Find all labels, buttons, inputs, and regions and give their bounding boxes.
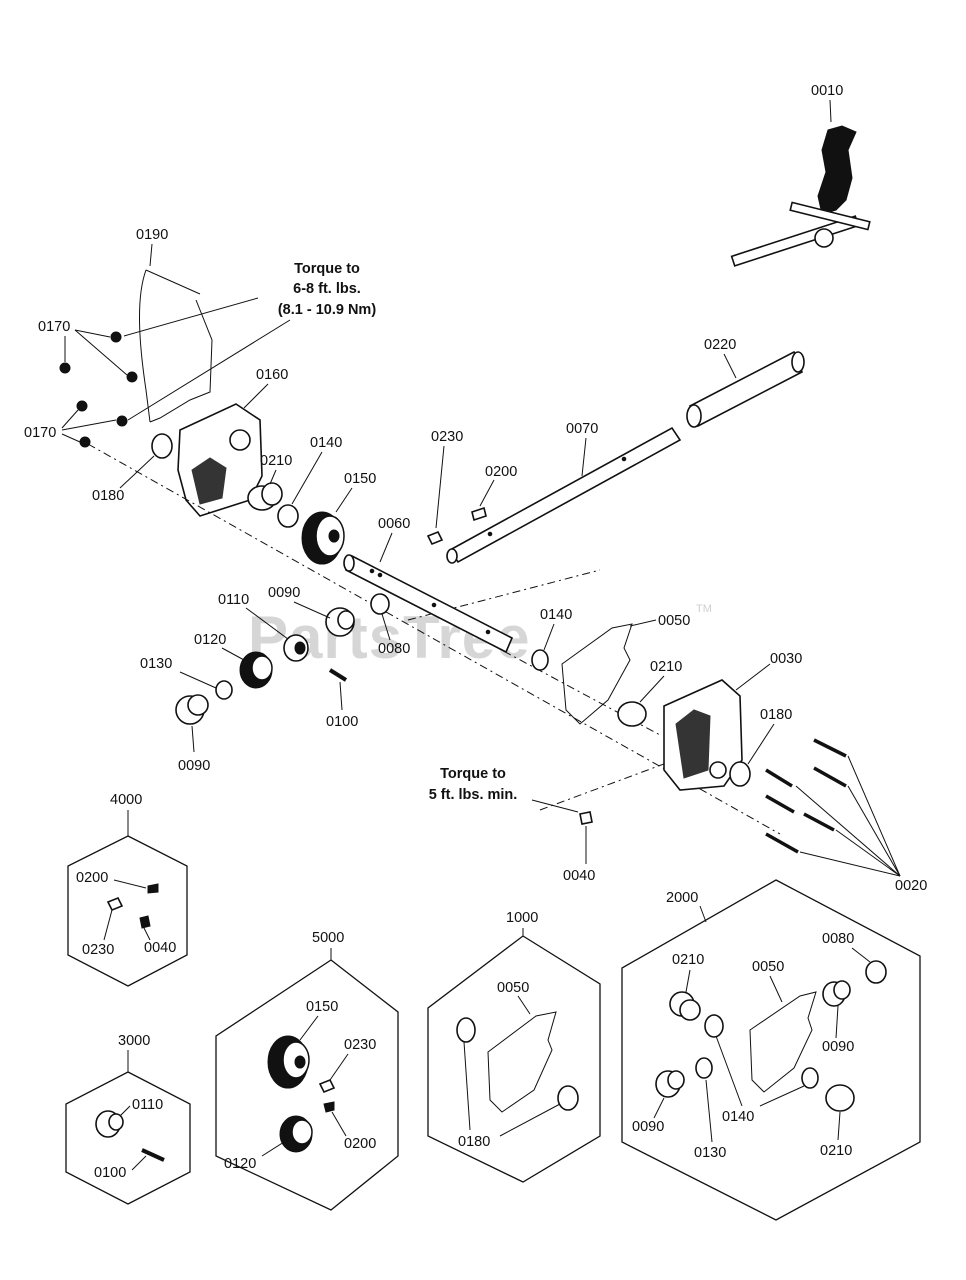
kit-2000-label-0080: 0080 [822,931,854,947]
kit-5000-label-0120: 0120 [224,1156,256,1172]
label-0140-left: 0140 [310,435,342,451]
kit-1000[interactable] [427,935,601,1183]
part-0120-worm[interactable] [239,651,273,689]
label-0230: 0230 [431,429,463,445]
label-0050: 0050 [658,613,690,629]
label-0190: 0190 [136,227,168,243]
kit-1000-label-0180: 0180 [458,1134,490,1150]
part-0220-tube[interactable] [686,350,805,428]
trademark: TM [696,603,712,615]
part-0100-pin[interactable] [328,668,348,682]
part-0210-bushing-left[interactable] [247,482,283,511]
label-0100: 0100 [326,714,358,730]
kit-2000-label-0090-right: 0090 [822,1039,854,1055]
label-0180-right: 0180 [760,707,792,723]
label-0210-right: 0210 [650,659,682,675]
part-0180-seal-right[interactable] [729,761,751,787]
label-0090-bottom: 0090 [178,758,210,774]
kit-5000-label-0150: 0150 [306,999,338,1015]
label-0200: 0200 [485,464,517,480]
part-0200-pin[interactable] [471,506,487,522]
kit-4000-label-0230: 0230 [82,942,114,958]
label-0140-right: 0140 [540,607,572,623]
kit-4000-label-0040: 0040 [144,940,176,956]
part-0160-housing-half[interactable] [177,403,263,517]
label-0130: 0130 [140,656,172,672]
part-0170-nuts[interactable] [59,331,138,448]
kit-5000-label-0200: 0200 [344,1136,376,1152]
label-0070: 0070 [566,421,598,437]
kit-4000-label-0200: 0200 [76,870,108,886]
part-0070-long-shaft[interactable] [446,426,682,564]
part-0090-bushing-bottom[interactable] [175,694,209,725]
label-0150: 0150 [344,471,376,487]
kit-2000[interactable] [621,879,921,1221]
label-0060: 0060 [378,516,410,532]
torque-note-upper-1: Torque to [294,261,360,277]
label-0170-top: 0170 [38,319,70,335]
label-0210-left: 0210 [260,453,292,469]
kit-4000-title: 4000 [110,792,142,808]
label-0160: 0160 [256,367,288,383]
label-0120: 0120 [194,632,226,648]
label-0180-left: 0180 [92,488,124,504]
part-0180-seal-left[interactable] [151,433,173,459]
part-0110-collar[interactable] [325,607,355,637]
part-0020-bolts[interactable] [765,738,847,854]
part-0040-set-screw[interactable] [579,811,593,825]
kit-5000-label-0230: 0230 [344,1037,376,1053]
label-0170-bottom: 0170 [24,425,56,441]
kit-3000[interactable] [65,1071,191,1205]
label-0020: 0020 [895,878,927,894]
kit-3000-label-0100: 0100 [94,1165,126,1181]
part-0010-auger[interactable] [730,125,871,267]
part-0090-collar-mid[interactable] [283,634,309,662]
kit-2000-label-0130: 0130 [694,1145,726,1161]
kit-2000-label-0210-top: 0210 [672,952,704,968]
torque-note-lower-1: Torque to [440,766,506,782]
kit-2000-label-0140: 0140 [722,1109,754,1125]
part-0210-bushing-right[interactable] [617,701,647,727]
torque-note-upper-2: 6-8 ft. lbs. [293,281,361,297]
part-0080-bearing[interactable] [370,593,390,615]
torque-note-upper-3: (8.1 - 10.9 Nm) [278,302,376,318]
kit-2000-title: 2000 [666,890,698,906]
label-0090-top: 0090 [268,585,300,601]
kit-1000-title: 1000 [506,910,538,926]
kit-3000-title: 3000 [118,1033,150,1049]
torque-note-lower-2: 5 ft. lbs. min. [429,787,518,803]
part-0230-key[interactable] [426,530,444,546]
label-0030: 0030 [770,651,802,667]
kit-2000-label-0210-bottom: 0210 [820,1143,852,1159]
kit-4000[interactable] [67,835,188,987]
label-0110: 0110 [218,592,249,608]
kit-5000[interactable] [215,959,399,1211]
label-0080: 0080 [378,641,410,657]
part-0140-washer-right[interactable] [531,649,549,671]
kit-5000-title: 5000 [312,930,344,946]
part-0060-shaft[interactable] [343,554,514,654]
kit-1000-label-0050: 0050 [497,980,529,996]
kit-3000-label-0110: 0110 [132,1097,163,1113]
kit-2000-label-0090-left: 0090 [632,1119,664,1135]
part-0150-worm-gear[interactable] [301,511,345,565]
label-0040: 0040 [563,868,595,884]
label-0220: 0220 [704,337,736,353]
part-0050-gasket[interactable] [561,623,633,725]
label-0010: 0010 [811,83,843,99]
part-0130-washer[interactable] [215,680,233,700]
part-0140-washer-left[interactable] [277,504,299,528]
part-0030-housing-half[interactable] [663,679,743,791]
kit-2000-label-0050: 0050 [752,959,784,975]
part-0190-bracket[interactable] [138,269,213,423]
